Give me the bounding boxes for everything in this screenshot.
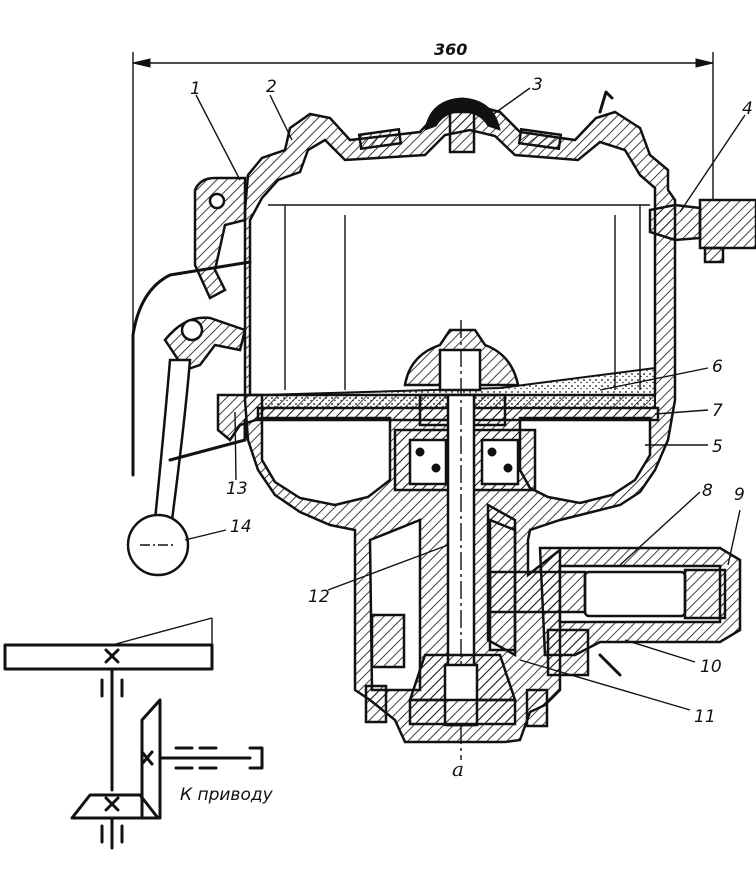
outlet-fitting xyxy=(648,198,756,264)
upper-chamber xyxy=(248,128,657,397)
schematic-bearing-top xyxy=(104,648,120,664)
lever-assembly xyxy=(126,176,264,577)
bearing-left xyxy=(408,438,448,486)
schematic-bearing-mid xyxy=(140,750,154,766)
callout-5: 5 xyxy=(712,437,723,457)
side-block xyxy=(370,613,406,669)
cover-bolt-left xyxy=(357,127,403,151)
callout-11: 11 xyxy=(694,707,716,727)
leader-8 xyxy=(619,491,701,566)
callout-2: 2 xyxy=(266,77,277,97)
leader-14 xyxy=(184,529,227,541)
drive-shaft-housing xyxy=(488,546,742,677)
leader-13 xyxy=(234,411,237,481)
callout-4: 4 xyxy=(742,99,753,119)
lever-pivot xyxy=(180,318,204,342)
ball-2 xyxy=(431,463,441,473)
fitting-pin xyxy=(703,246,725,264)
callout-6: 6 xyxy=(712,357,723,377)
schematic-drive-label: К приводу xyxy=(180,785,274,805)
left-lower-chamber xyxy=(260,416,392,507)
callout-1: 1 xyxy=(190,79,201,99)
leader-10 xyxy=(624,639,696,663)
ball-4 xyxy=(503,463,513,473)
drive-shaft xyxy=(583,570,687,618)
schematic-taper-line xyxy=(111,617,213,646)
callout-13: 13 xyxy=(226,479,248,499)
leader-3 xyxy=(487,87,531,119)
leader-11 xyxy=(519,659,691,711)
hinge-pin xyxy=(208,192,226,210)
drain-plug-right xyxy=(525,688,549,728)
callout-labels: 1 2 3 4 5 6 7 8 9 10 11 12 13 14 xyxy=(190,75,753,727)
drive-gear xyxy=(488,570,587,614)
kinematic-schematic: К приводу xyxy=(3,617,274,850)
schematic-bevel-gear xyxy=(140,698,162,820)
schematic-bearing-bottom xyxy=(104,796,120,812)
ball-3 xyxy=(487,447,497,457)
cap-stem xyxy=(448,110,476,154)
rotor-nut xyxy=(438,348,482,392)
leader-9 xyxy=(727,509,741,566)
lever-support xyxy=(168,418,247,462)
fitting-body xyxy=(648,203,702,242)
hinge-bracket xyxy=(193,176,247,300)
schematic-bevel-pinion xyxy=(70,793,160,820)
figure-caption: a xyxy=(452,757,464,781)
callout-7: 7 xyxy=(712,401,723,421)
leader-12 xyxy=(327,544,449,591)
callout-8: 8 xyxy=(702,481,713,501)
leader-1 xyxy=(195,94,241,181)
bearing-right xyxy=(480,438,520,486)
rear-cover-outline xyxy=(131,260,252,477)
ball-1 xyxy=(415,447,425,457)
dimension-arrow-left xyxy=(132,58,151,68)
fitting-nut xyxy=(698,198,756,250)
cover-tab xyxy=(598,90,614,114)
schematic-coupling xyxy=(248,746,264,770)
drive-bolt xyxy=(598,653,622,677)
latch-block xyxy=(216,393,264,442)
callout-12: 12 xyxy=(308,587,330,607)
leader-6 xyxy=(599,367,709,391)
leader-2 xyxy=(269,94,293,141)
cover-cap xyxy=(357,90,614,154)
leader-4 xyxy=(679,114,746,213)
callout-10: 10 xyxy=(700,657,722,677)
schematic-rotor-disc xyxy=(3,643,214,671)
callout-14: 14 xyxy=(230,517,252,537)
cover-bolt-right xyxy=(517,127,563,151)
callout-3: 3 xyxy=(532,75,543,95)
dimension-value: 360 xyxy=(434,40,467,59)
drain-plug-left xyxy=(364,684,388,724)
dimension-arrow-right xyxy=(695,58,714,68)
lever-arm xyxy=(153,358,192,522)
drive-coupling xyxy=(683,568,727,620)
leader-7 xyxy=(654,409,709,415)
leader-lines xyxy=(184,87,746,711)
bottom-bearing xyxy=(408,698,517,726)
callout-9: 9 xyxy=(734,485,745,505)
drive-flange xyxy=(546,628,590,677)
